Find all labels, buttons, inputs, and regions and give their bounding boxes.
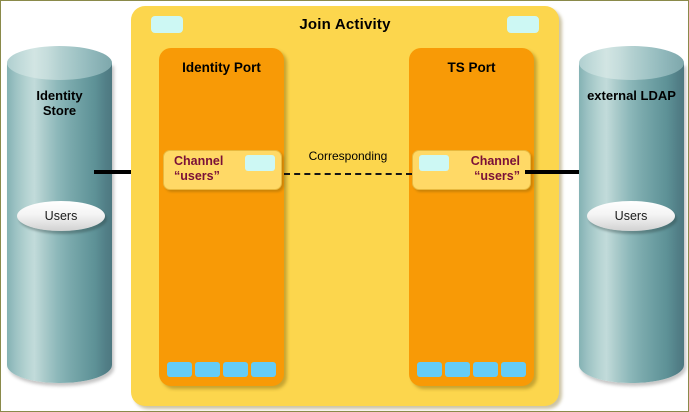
channel-label-line1: Channel [174, 154, 224, 168]
external-ldap-cylinder: external LDAP Users [579, 46, 684, 401]
identity-port-pin-row [167, 362, 276, 377]
badge-top-left-icon [151, 16, 183, 33]
identity-port-title: Identity Port [182, 60, 261, 75]
cylinder-top-ellipse [7, 46, 112, 80]
identity-port-box[interactable]: Identity Port [159, 48, 284, 386]
channel-label-line2: “users” [174, 169, 220, 183]
badge-top-right-icon [507, 16, 539, 33]
port-pin[interactable] [167, 362, 192, 377]
users-label: Users [614, 209, 648, 223]
port-pin[interactable] [195, 362, 220, 377]
cylinder-top-ellipse [579, 46, 684, 80]
port-pin[interactable] [223, 362, 248, 377]
identity-store-users-node[interactable]: Users [17, 201, 105, 231]
port-pin[interactable] [473, 362, 498, 377]
join-activity-title: Join Activity [299, 16, 391, 33]
identity-store-label-line2: Store [42, 103, 77, 118]
identity-store-label: Identity Store [7, 88, 112, 118]
port-pin[interactable] [251, 362, 276, 377]
port-pin[interactable] [501, 362, 526, 377]
corresponding-link-label: Corresponding [308, 149, 388, 163]
connector-identity-store-to-channel [94, 170, 167, 174]
ts-channel-users-box[interactable]: Channel “users” [412, 150, 531, 190]
connector-channel-to-external-ldap [525, 170, 599, 174]
channel-label-line1: Channel [470, 154, 520, 168]
external-ldap-label: external LDAP [587, 88, 676, 103]
identity-store-label-line1: Identity [36, 88, 83, 103]
ts-port-pin-row [417, 362, 526, 377]
external-ldap-users-node[interactable]: Users [587, 201, 675, 231]
channel-badge-icon [245, 155, 275, 171]
channel-badge-icon [419, 155, 449, 171]
port-pin[interactable] [417, 362, 442, 377]
ts-port-title: TS Port [447, 60, 496, 75]
corresponding-dashed-connector [284, 173, 412, 175]
identity-store-cylinder: Identity Store Users [7, 46, 112, 401]
identity-channel-users-box[interactable]: Channel “users” [163, 150, 282, 190]
users-label: Users [44, 209, 78, 223]
ts-port-box[interactable]: TS Port [409, 48, 534, 386]
port-pin[interactable] [445, 362, 470, 377]
identity-channel-text: Channel “users” [174, 154, 223, 184]
channel-label-line2: “users” [474, 169, 520, 183]
join-activity-frame: Join Activity Identity Port TS Port [131, 6, 559, 406]
ts-channel-text: Channel “users” [471, 154, 520, 184]
